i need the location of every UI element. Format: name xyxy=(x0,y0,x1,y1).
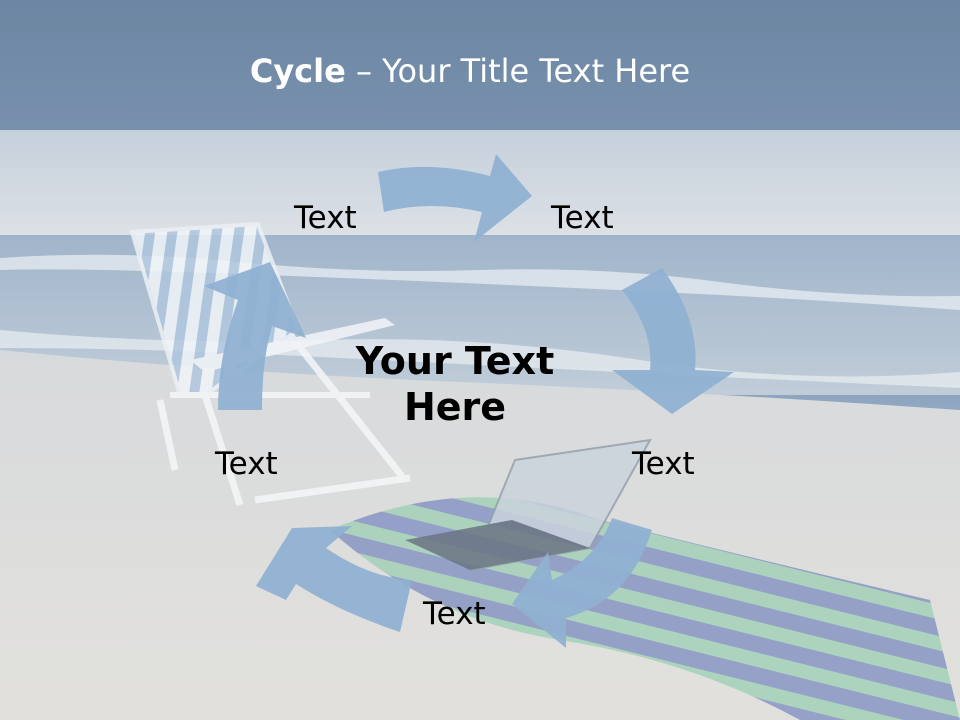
cycle-label-left: Text xyxy=(215,446,278,482)
cycle-arrow-left xyxy=(204,262,306,410)
cycle-arrow-right xyxy=(612,268,734,414)
slide-title-rest: – Your Title Text Here xyxy=(345,52,691,90)
center-text: Your Text Here xyxy=(355,339,555,429)
cycle-arrow-bottom-left xyxy=(256,526,412,632)
cycle-arrow-bottom-right xyxy=(512,518,652,648)
cycle-label-bottom: Text xyxy=(423,596,486,632)
slide-title-bold: Cycle xyxy=(249,52,346,90)
cycle-label-top-left: Text xyxy=(294,200,357,236)
cycle-arrows xyxy=(204,154,734,648)
cycle-label-right: Text xyxy=(632,446,695,482)
cycle-label-top-right: Text xyxy=(551,200,614,236)
cycle-arrow-top xyxy=(378,154,532,242)
laptop xyxy=(405,438,652,572)
slide-title: Cycle – Your Title Text Here xyxy=(0,52,940,90)
